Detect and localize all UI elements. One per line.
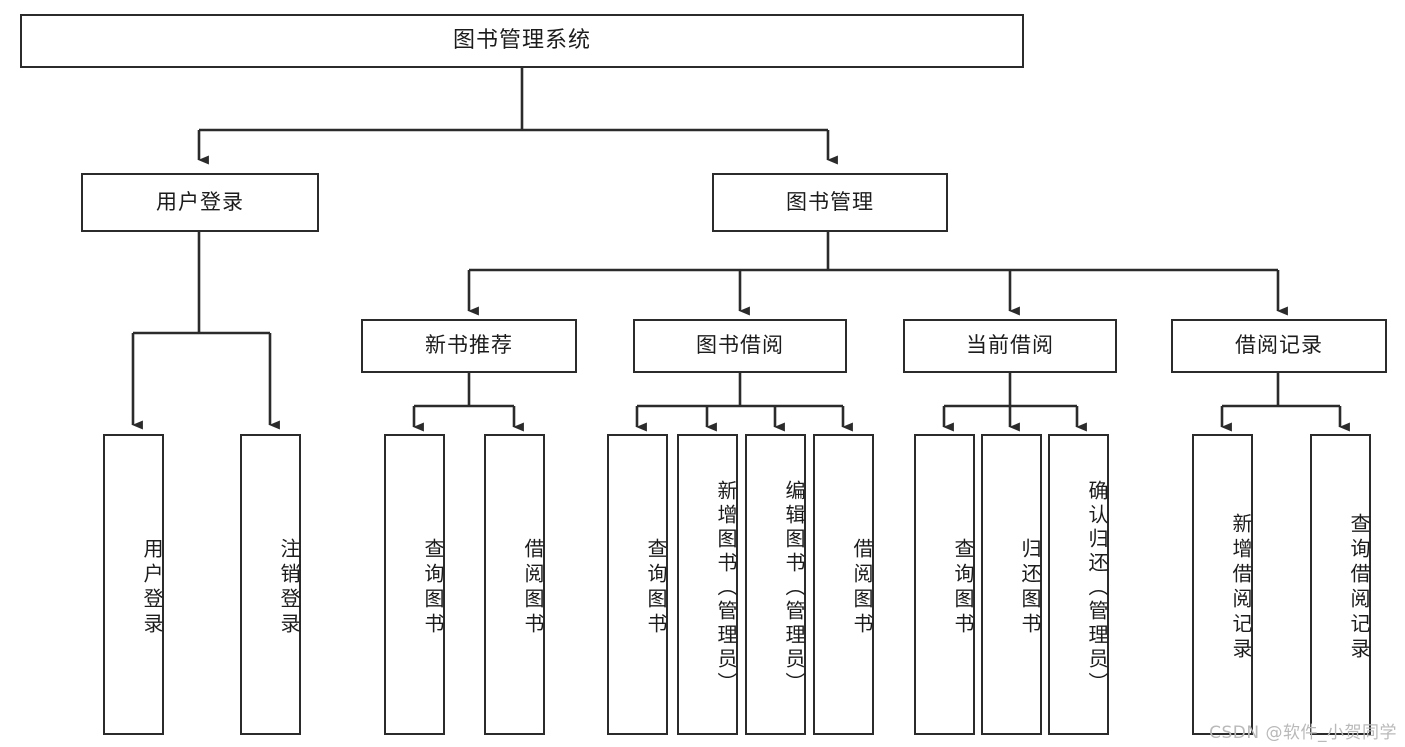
node-leaf-borrow-book-1[interactable]: 借阅图书 bbox=[484, 434, 545, 735]
node-leaf-query-record[interactable]: 查询借阅记录 bbox=[1310, 434, 1371, 735]
node-leaf-query-book-3-label: 查询图书 bbox=[951, 537, 975, 638]
node-borrow-record-label: 借阅记录 bbox=[1235, 333, 1323, 358]
node-new-book-recommend-label: 新书推荐 bbox=[425, 333, 513, 358]
node-current-borrow-label: 当前借阅 bbox=[966, 333, 1054, 358]
node-user-login[interactable]: 用户登录 bbox=[81, 173, 319, 232]
node-leaf-logout-label: 注销登录 bbox=[277, 537, 301, 638]
node-leaf-query-record-label: 查询借阅记录 bbox=[1347, 512, 1371, 663]
node-leaf-add-record[interactable]: 新增借阅记录 bbox=[1192, 434, 1253, 735]
node-leaf-edit-book[interactable]: 编辑图书（管理员） bbox=[745, 434, 806, 735]
node-user-login-label: 用户登录 bbox=[156, 189, 244, 214]
node-new-book-recommend[interactable]: 新书推荐 bbox=[361, 319, 577, 373]
node-leaf-query-book-3[interactable]: 查询图书 bbox=[914, 434, 975, 735]
node-leaf-add-book[interactable]: 新增图书（管理员） bbox=[677, 434, 738, 735]
node-leaf-return-book-label: 归还图书 bbox=[1018, 537, 1042, 638]
node-leaf-confirm-return[interactable]: 确认归还（管理员） bbox=[1048, 434, 1109, 735]
node-leaf-user-login-label: 用户登录 bbox=[140, 537, 164, 638]
node-leaf-borrow-book-1-label: 借阅图书 bbox=[521, 537, 545, 638]
node-leaf-borrow-book-2-label: 借阅图书 bbox=[850, 537, 874, 638]
node-book-manage-label: 图书管理 bbox=[786, 189, 874, 214]
node-book-borrow-label: 图书借阅 bbox=[696, 333, 784, 358]
node-leaf-confirm-return-label: 确认归还（管理员） bbox=[1085, 479, 1109, 696]
watermark: CSDN @软件_小贺同学 bbox=[1209, 723, 1397, 743]
node-leaf-query-book-1[interactable]: 查询图书 bbox=[384, 434, 445, 735]
node-leaf-query-book-1-label: 查询图书 bbox=[421, 537, 445, 638]
node-leaf-add-book-label: 新增图书（管理员） bbox=[714, 479, 738, 696]
node-leaf-edit-book-label: 编辑图书（管理员） bbox=[782, 479, 806, 696]
node-leaf-query-book-2[interactable]: 查询图书 bbox=[607, 434, 668, 735]
node-book-borrow[interactable]: 图书借阅 bbox=[633, 319, 847, 373]
node-book-manage[interactable]: 图书管理 bbox=[712, 173, 948, 232]
node-leaf-query-book-2-label: 查询图书 bbox=[644, 537, 668, 638]
node-leaf-add-record-label: 新增借阅记录 bbox=[1229, 512, 1253, 663]
node-leaf-user-login[interactable]: 用户登录 bbox=[103, 434, 164, 735]
node-leaf-return-book[interactable]: 归还图书 bbox=[981, 434, 1042, 735]
node-leaf-borrow-book-2[interactable]: 借阅图书 bbox=[813, 434, 874, 735]
node-root[interactable]: 图书管理系统 bbox=[20, 14, 1024, 68]
node-current-borrow[interactable]: 当前借阅 bbox=[903, 319, 1117, 373]
node-leaf-logout[interactable]: 注销登录 bbox=[240, 434, 301, 735]
node-root-label: 图书管理系统 bbox=[452, 27, 591, 53]
node-borrow-record[interactable]: 借阅记录 bbox=[1171, 319, 1387, 373]
